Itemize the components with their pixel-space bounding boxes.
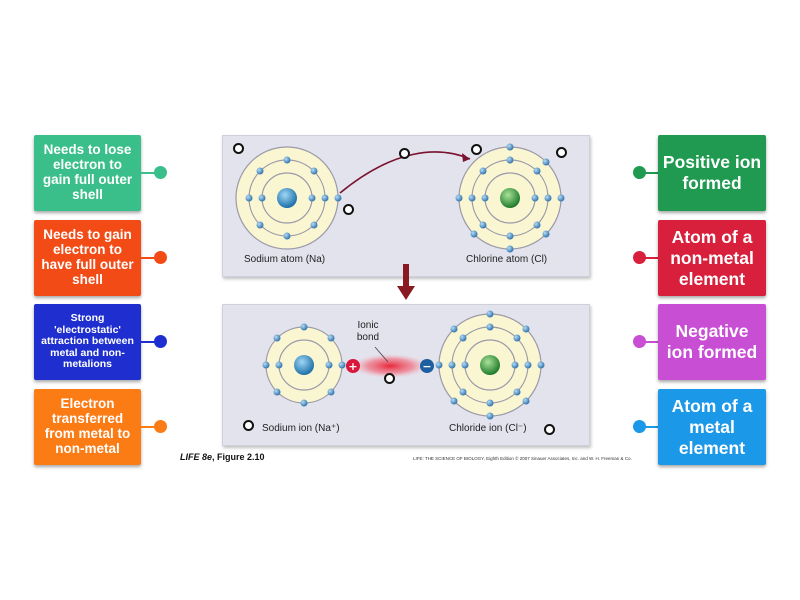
connector-dot-positive-ion bbox=[633, 166, 646, 179]
connector-lose-electron bbox=[141, 172, 159, 174]
connector-gain-electron bbox=[141, 257, 159, 259]
connector-dot-gain-electron bbox=[154, 251, 167, 264]
drop-target-7[interactable] bbox=[243, 420, 254, 431]
connector-dot-negative-ion bbox=[633, 335, 646, 348]
connector-electron-transferred bbox=[141, 426, 159, 428]
connector-dot-electrostatic-attraction bbox=[154, 335, 167, 348]
label-gain-electron[interactable]: Needs to gain electron to have full oute… bbox=[34, 220, 141, 296]
chloride-ion-caption: Chloride ion (Cl⁻) bbox=[449, 423, 527, 434]
label-negative-ion[interactable]: Negative ion formed bbox=[658, 304, 766, 380]
sodium-ion-caption: Sodium ion (Na⁺) bbox=[262, 423, 340, 434]
chlorine-atom-caption: Chlorine atom (Cl) bbox=[466, 254, 548, 265]
electron-transfer-arrowhead bbox=[462, 153, 470, 162]
reaction-down-arrow bbox=[397, 264, 415, 300]
drop-target-8[interactable] bbox=[544, 424, 555, 435]
ionic-bond-glow bbox=[352, 354, 428, 378]
label-electrostatic-attraction[interactable]: Strong 'electrostatic' attraction betwee… bbox=[34, 304, 141, 380]
ions-diagram: + − bbox=[262, 310, 545, 420]
label-lose-electron[interactable]: Needs to lose electron to gain full oute… bbox=[34, 135, 141, 211]
chloride-ion bbox=[435, 310, 545, 420]
drop-target-4[interactable] bbox=[556, 147, 567, 158]
connector-dot-lose-electron bbox=[154, 166, 167, 179]
connector-positive-ion bbox=[640, 172, 658, 174]
connector-electrostatic-attraction bbox=[141, 341, 159, 343]
positive-charge-icon bbox=[346, 359, 360, 373]
drop-target-1[interactable] bbox=[233, 143, 244, 154]
connector-dot-non-metal-atom bbox=[633, 251, 646, 264]
ionic-bond-pointer bbox=[374, 346, 389, 363]
label-electron-transferred[interactable]: Electron transferred from metal to non-m… bbox=[34, 389, 141, 465]
connector-dot-metal-atom bbox=[633, 420, 646, 433]
drop-target-2[interactable] bbox=[399, 148, 410, 159]
figure-reference-number: , Figure 2.10 bbox=[212, 452, 265, 462]
label-positive-ion[interactable]: Positive ion formed bbox=[658, 135, 766, 211]
figure-reference-book: LIFE 8e bbox=[180, 452, 213, 462]
drop-target-6[interactable] bbox=[384, 373, 395, 384]
negative-charge-icon bbox=[420, 359, 434, 373]
plus-sign: + bbox=[348, 360, 357, 373]
atoms-diagram bbox=[235, 143, 565, 253]
drop-target-3[interactable] bbox=[471, 144, 482, 155]
chlorine-atom bbox=[455, 143, 565, 253]
drop-target-5[interactable] bbox=[343, 204, 354, 215]
connector-non-metal-atom bbox=[640, 257, 658, 259]
connector-dot-electron-transferred bbox=[154, 420, 167, 433]
sodium-ion bbox=[262, 323, 346, 407]
connector-metal-atom bbox=[640, 426, 658, 428]
ionic-bond-caption: Ionic bond bbox=[356, 320, 380, 343]
label-metal-atom[interactable]: Atom of a metal element bbox=[658, 389, 766, 465]
sodium-atom bbox=[235, 146, 342, 250]
electron-transfer-arrow bbox=[339, 151, 471, 194]
sodium-atom-caption: Sodium atom (Na) bbox=[244, 254, 326, 265]
minus-sign: − bbox=[422, 360, 431, 373]
label-non-metal-atom[interactable]: Atom of a non-metal element bbox=[658, 220, 766, 296]
figure-reference: LIFE 8e, Figure 2.10 bbox=[180, 452, 265, 462]
figure-credit: LIFE: THE SCIENCE OF BIOLOGY, Eighth Edi… bbox=[413, 456, 632, 461]
connector-negative-ion bbox=[640, 341, 658, 343]
